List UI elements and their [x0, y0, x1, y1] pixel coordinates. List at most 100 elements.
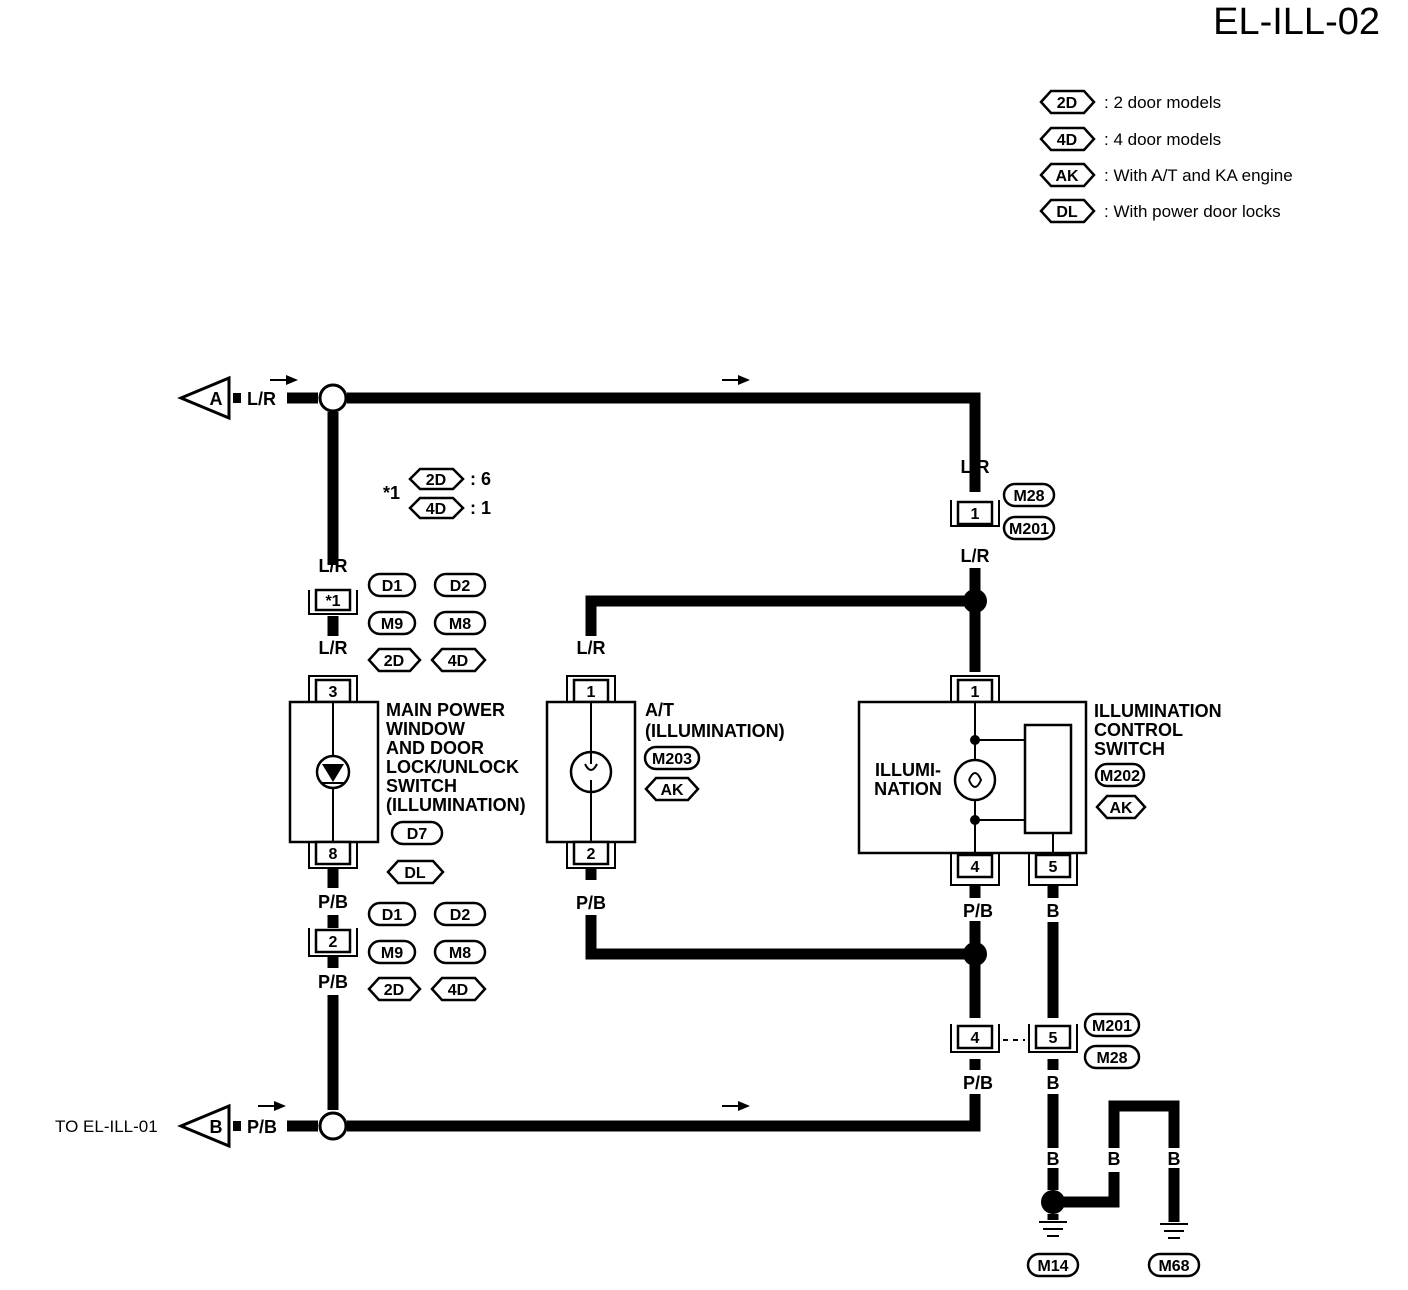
connector-tag: D2: [450, 907, 471, 924]
note-tag: 2D: [426, 472, 446, 489]
ground-m14: M14: [1026, 1221, 1080, 1278]
inline-connector-m28-1: 1 M28 M201: [950, 482, 1056, 541]
wire-label-lr: L/R: [577, 638, 606, 658]
main-power-window-switch: 3 8 MAIN POWER WINDOW AND DOOR LOCK/UNLO…: [288, 675, 526, 885]
inline-connector-star1: *1: [308, 588, 358, 615]
wire-label-pb: P/B: [963, 901, 993, 921]
wire-pb-at: [585, 915, 965, 960]
connector-a: A L/R: [177, 375, 276, 421]
wire-pb-bottom: [347, 1094, 981, 1132]
junction-open: [318, 1111, 348, 1141]
flow-arrows: [258, 375, 750, 1111]
at-illumination: 1 2 A/T (ILLUMINATION) M203 AK: [545, 675, 785, 869]
component-label: SWITCH: [386, 776, 457, 796]
connector-tag: M14: [1037, 1258, 1068, 1275]
connector-tag: 2D: [384, 982, 404, 999]
pin-number: 8: [329, 846, 338, 863]
pin-number: 5: [1049, 1030, 1058, 1047]
legend-item-dl: DL : With power door locks: [1039, 198, 1281, 224]
rheostat: [1023, 723, 1073, 835]
connector-a-label: A: [210, 389, 223, 409]
wire-label-lr: L/R: [961, 457, 990, 477]
to-page-label: TO EL-ILL-01: [55, 1117, 158, 1136]
component-label: LOCK/UNLOCK: [386, 757, 519, 777]
connector-tag: M8: [449, 945, 471, 962]
component-label: AND DOOR: [386, 738, 484, 758]
wire-lr-at: [585, 595, 965, 636]
component-label: SWITCH: [1094, 739, 1165, 759]
connector-tag: D1: [382, 578, 403, 595]
note-value: : 1: [470, 498, 491, 518]
legend-item-ak: AK : With A/T and KA engine: [1039, 162, 1293, 188]
legend-text: : 4 door models: [1104, 130, 1221, 149]
wire-label-b: B: [1108, 1149, 1121, 1169]
wire-label-pb: P/B: [576, 893, 606, 913]
legend-tag: 4D: [1057, 132, 1077, 149]
wire-label-pb: P/B: [963, 1073, 993, 1093]
wire-label-lr: L/R: [247, 389, 276, 409]
arrow-right-icon: [722, 1101, 750, 1111]
pin-number: *1: [325, 593, 340, 610]
splice-point: [963, 589, 987, 613]
connector-tag: M9: [381, 616, 403, 633]
component-label: (ILLUMINATION): [645, 721, 785, 741]
component-label: CONTROL: [1094, 720, 1183, 740]
pin-number: 5: [1049, 859, 1058, 876]
arrow-right-icon: [258, 1101, 286, 1111]
connector-tag: M68: [1158, 1258, 1189, 1275]
arrow-right-icon: [270, 375, 298, 385]
connector-tag: M202: [1100, 768, 1140, 785]
connector-tag: M28: [1013, 488, 1044, 505]
connector-tag: M201: [1092, 1018, 1132, 1035]
wire-label-lr: L/R: [319, 556, 348, 576]
wire-label-pb: P/B: [318, 972, 348, 992]
legend-text: : With power door locks: [1104, 202, 1281, 221]
ground-m68: M68: [1147, 1223, 1201, 1278]
connector-tags-lower: D1 D2 M9 M8 2D 4D: [367, 901, 487, 1002]
connector-tags-upper: D1 D2 M9 M8 2D 4D: [367, 572, 487, 673]
legend-tag: AK: [1055, 168, 1079, 185]
legend-text: : 2 door models: [1104, 93, 1221, 112]
splice-point: [963, 942, 987, 966]
connector-tag: 4D: [448, 982, 468, 999]
component-label: ILLUMI-: [875, 760, 941, 780]
component-label: A/T: [645, 700, 674, 720]
connector-tag: M8: [449, 616, 471, 633]
legend: 2D : 2 door models 4D : 4 door models AK…: [1039, 89, 1293, 224]
connector-tag: M201: [1009, 521, 1049, 538]
pin-number: 1: [971, 684, 980, 701]
connector-tag: 4D: [448, 653, 468, 670]
wire-label-lr: L/R: [319, 638, 348, 658]
connector-b-label: B: [210, 1117, 223, 1137]
wire-label-lr: L/R: [961, 546, 990, 566]
connector-tag: AK: [660, 782, 684, 799]
wires: [287, 392, 1180, 1222]
wire-label-b: B: [1047, 901, 1060, 921]
pin-number: 2: [587, 846, 596, 863]
component-label: WINDOW: [386, 719, 465, 739]
note-value: : 6: [470, 469, 491, 489]
wire-lr-top: [347, 392, 981, 492]
wire-label-b: B: [1168, 1149, 1181, 1169]
splice-point: [1041, 1190, 1065, 1214]
legend-tag: DL: [1056, 204, 1078, 221]
connector-tag: M9: [381, 945, 403, 962]
wire-labels: L/R L/R P/B P/B L/R P/B L/R L/R P/B P/B …: [318, 457, 1181, 1169]
pin-number: 4: [971, 859, 980, 876]
wire-label-b: B: [1047, 1149, 1060, 1169]
legend-item-4d: 4D : 4 door models: [1039, 126, 1221, 152]
wire-label-pb: P/B: [247, 1117, 277, 1137]
pin-number: 2: [329, 934, 338, 951]
wire-b-branch-top: [1108, 1100, 1180, 1148]
legend-item-2d: 2D : 2 door models: [1039, 89, 1221, 115]
inline-connector-2: 2: [308, 915, 358, 968]
connector-tag: AK: [1109, 800, 1133, 817]
note-tag: 4D: [426, 501, 446, 518]
connector-tag: D7: [407, 826, 428, 843]
pin-number: 1: [971, 506, 980, 523]
pin-number: 3: [329, 684, 338, 701]
component-label: (ILLUMINATION): [386, 795, 526, 815]
wire-label-pb: P/B: [318, 892, 348, 912]
inline-connector-m201-45: 4 5 M201 M28: [950, 1012, 1141, 1070]
page-title: EL-ILL-02: [1213, 1, 1380, 43]
